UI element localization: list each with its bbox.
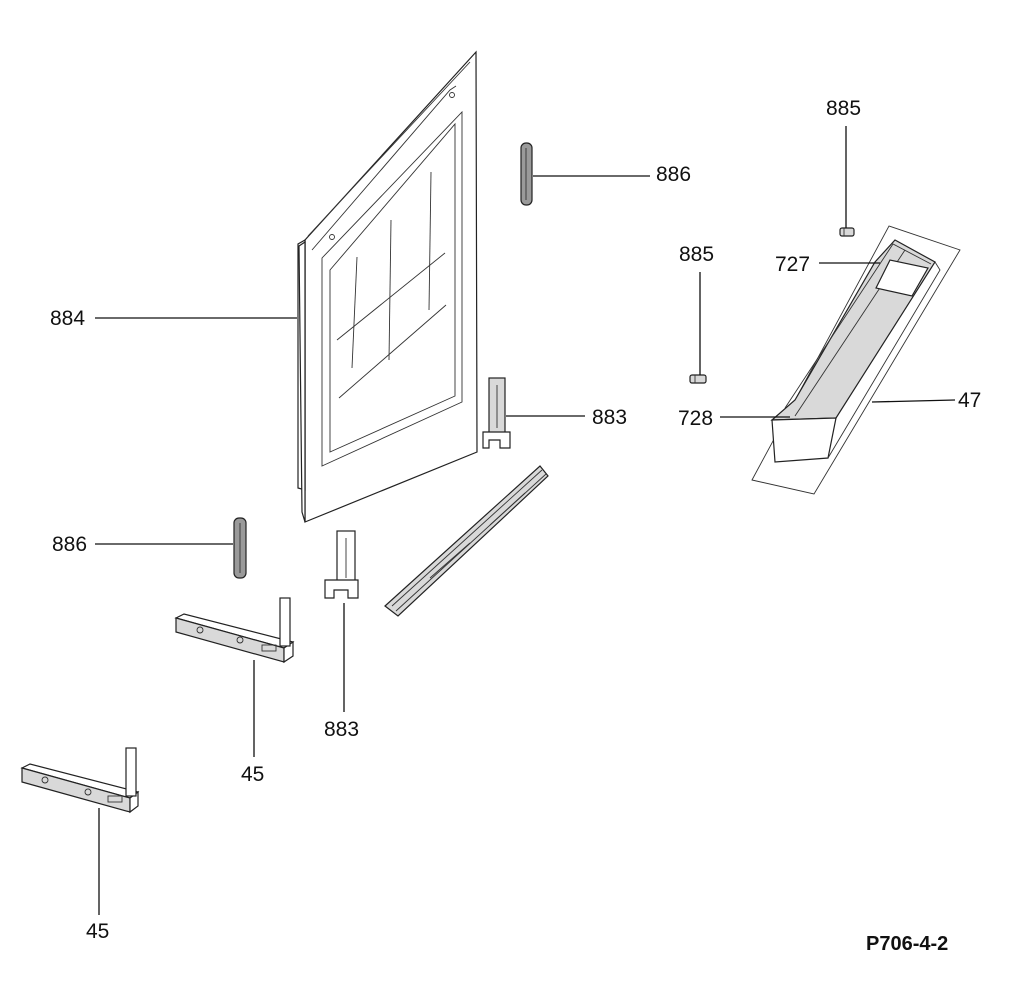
spacer-strip-left [233, 517, 247, 579]
callout-883-right: 883 [592, 406, 628, 429]
spacer-strip-top [520, 142, 533, 206]
callout-884: 884 [50, 307, 86, 330]
callout-47: 47 [958, 389, 982, 412]
callout-45-mid: 45 [241, 763, 265, 786]
callout-885-left: 885 [679, 243, 715, 266]
door-handle [751, 225, 961, 495]
hinge-mid [174, 597, 295, 664]
callout-886-top: 886 [656, 163, 692, 186]
door-clip-bottom [324, 530, 359, 599]
door-clip-right [482, 377, 511, 449]
door-bottom-rail [384, 465, 549, 617]
callout-728: 728 [678, 407, 714, 430]
callout-883-bottom: 883 [324, 718, 360, 741]
door-glass-panel [297, 50, 478, 523]
callout-45-bottom: 45 [86, 920, 110, 943]
screw-right [839, 227, 855, 237]
screw-left [689, 374, 707, 384]
hinge-bottom [20, 747, 140, 814]
diagram-code: P706-4-2 [866, 933, 949, 955]
callout-727: 727 [775, 253, 811, 276]
callout-885-right: 885 [826, 97, 862, 120]
callout-886-left: 886 [52, 533, 88, 556]
leader-lines [95, 126, 956, 915]
